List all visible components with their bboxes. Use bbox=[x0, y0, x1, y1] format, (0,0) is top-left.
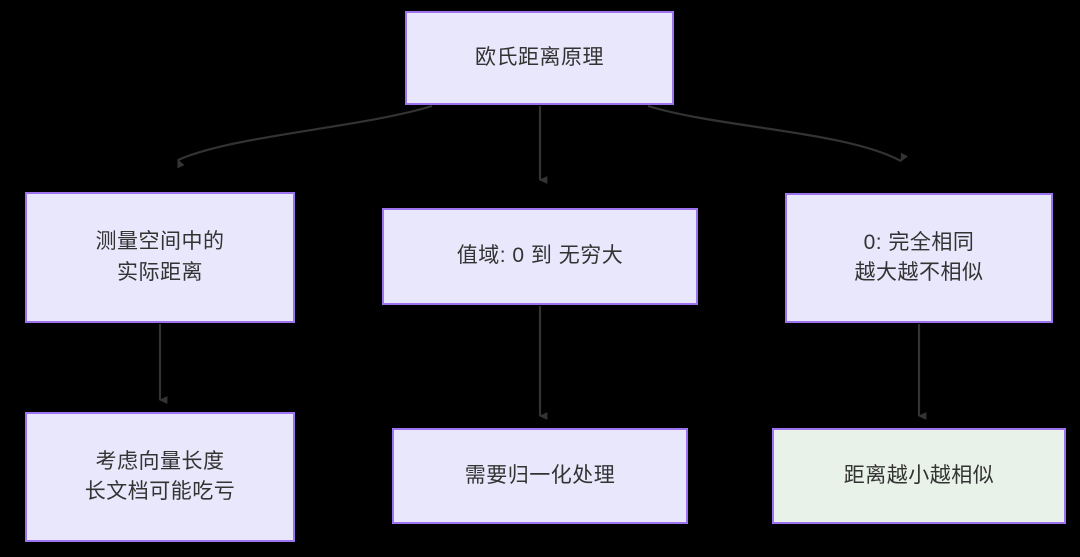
edge-root-to-right1 bbox=[647, 104, 908, 163]
node-needs-normalization[interactable]: 需要归一化处理 bbox=[392, 428, 688, 524]
node-measure-real-distance[interactable]: 测量空间中的 实际距离 bbox=[25, 192, 295, 323]
node-root[interactable]: 欧氏距离原理 bbox=[405, 11, 674, 105]
node-zero-identical[interactable]: 0: 完全相同 越大越不相似 bbox=[785, 193, 1053, 323]
node-value-range[interactable]: 值域: 0 到 无穷大 bbox=[382, 208, 698, 305]
edge-root-to-left1 bbox=[177, 104, 433, 169]
node-vector-length-concern[interactable]: 考虑向量长度 长文档可能吃亏 bbox=[25, 412, 295, 542]
node-smaller-distance-more-similar[interactable]: 距离越小越相似 bbox=[772, 428, 1066, 524]
